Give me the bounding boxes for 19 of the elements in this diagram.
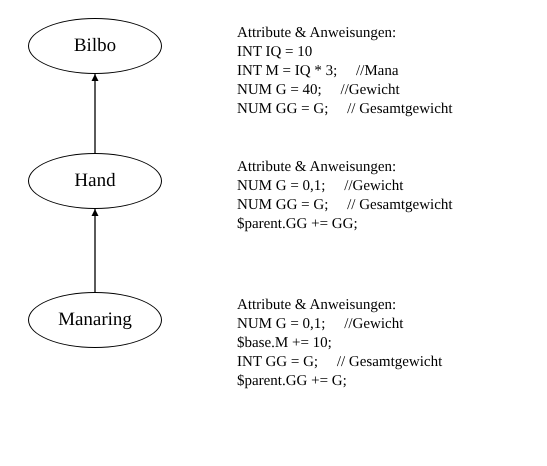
code-line: NUM GG = G; // Gesamtgewicht [237,196,453,215]
code-line: NUM G = 0,1; //Gewicht [237,315,404,334]
node-label: Hand [74,168,116,193]
code-line: INT GG = G; // Gesamtgewicht [237,353,442,372]
code-line: NUM G = 0,1; //Gewicht [237,177,404,196]
arrow [92,209,98,292]
node-label: Bilbo [74,34,116,58]
code-line: INT IQ = 10 [237,43,314,62]
code-line: INT M = IQ * 3; //Mana [237,62,400,81]
code-line: NUM G = 40; //Gewicht [237,81,401,100]
code-line: NUM GG = G; // Gesamtgewicht [237,100,453,119]
code-line: $parent.GG += GG; [237,215,359,234]
section-heading: Attribute & Anweisungen: [237,24,398,43]
arrow [92,74,98,153]
section-heading: Attribute & Anweisungen: [237,296,398,315]
section-heading: Attribute & Anweisungen: [237,158,398,177]
node-label: Manaring [58,308,132,332]
code-line: $parent.GG += G; [237,372,348,391]
code-line: $base.M += 10; [237,334,333,353]
